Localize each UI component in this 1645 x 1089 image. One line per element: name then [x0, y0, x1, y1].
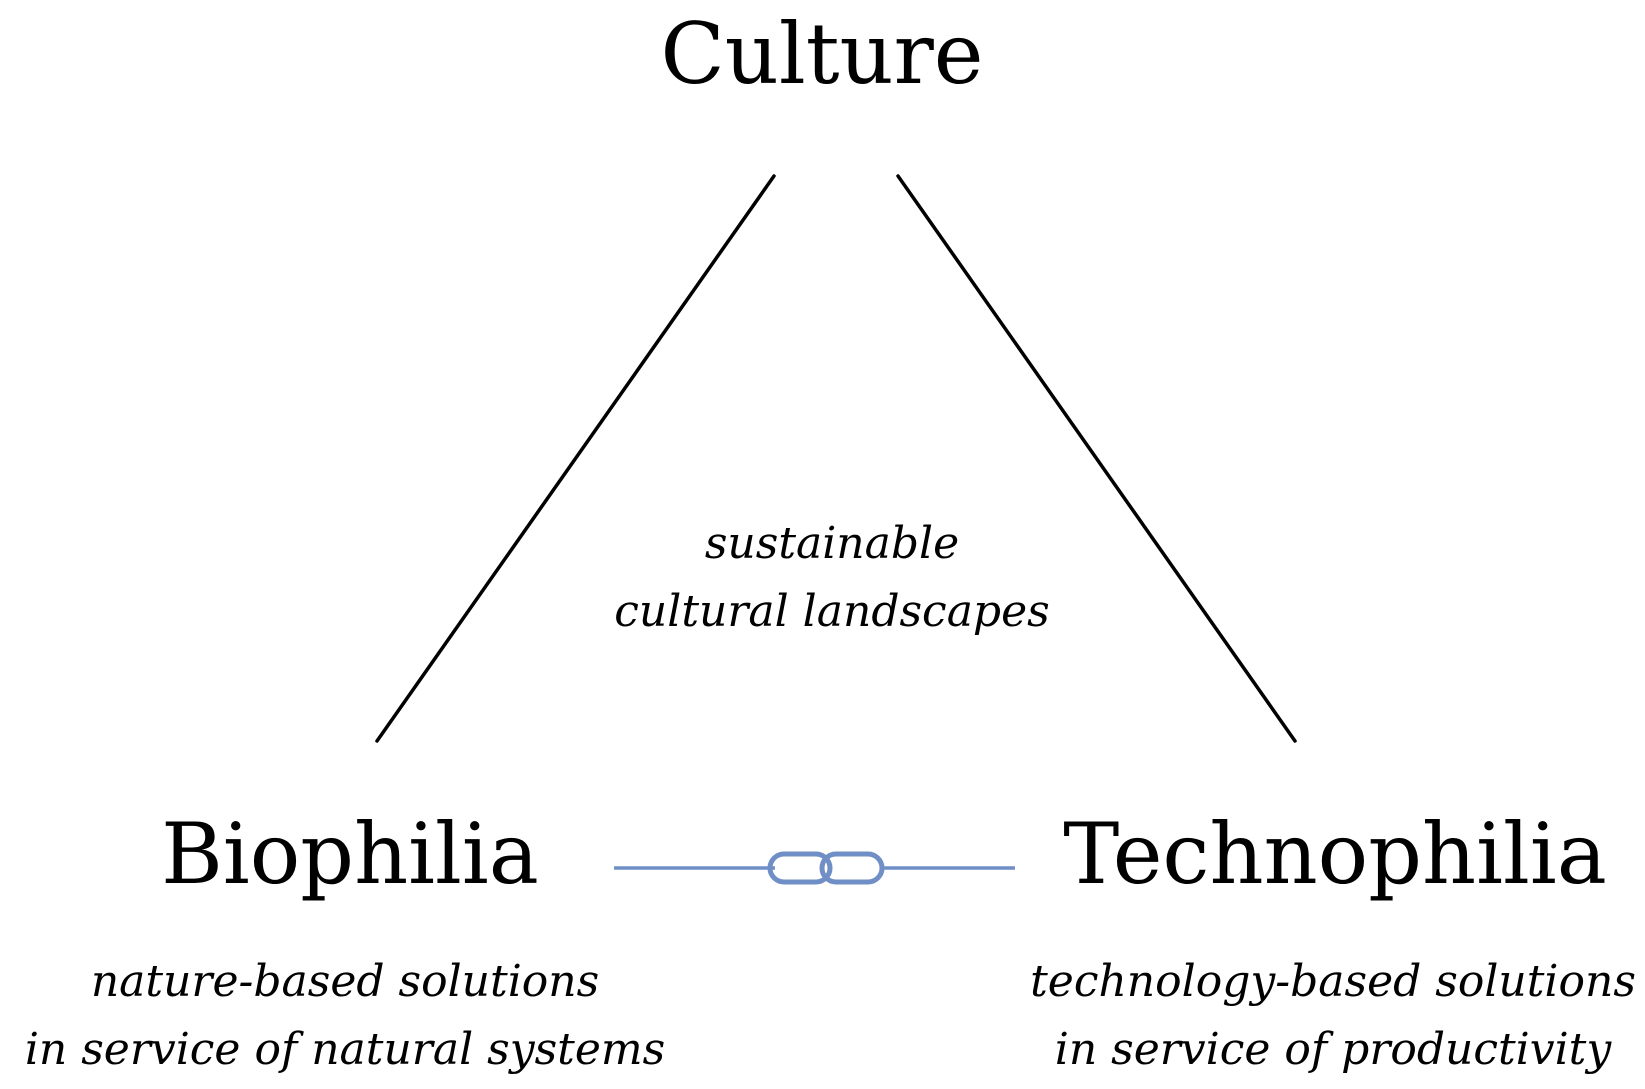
- technophilia-title: Technophilia: [1063, 805, 1607, 903]
- culture-title: Culture: [660, 5, 984, 103]
- biophilia-caption-line-2: in service of natural systems: [24, 1024, 666, 1075]
- technophilia-caption-line-2: in service of productivity: [1054, 1024, 1612, 1075]
- center-caption-line-1: sustainable: [704, 518, 960, 569]
- center-caption-line-2: cultural landscapes: [614, 586, 1050, 637]
- biophilia-caption-line-1: nature-based solutions: [90, 956, 600, 1007]
- connector-biophilia-technophilia: [614, 851, 1015, 885]
- technophilia-caption: technology-based solutions in service of…: [1030, 948, 1636, 1084]
- technophilia-caption-line-1: technology-based solutions: [1030, 956, 1636, 1007]
- edge-culture-technophilia: [896, 174, 1297, 743]
- edge-culture-biophilia: [375, 174, 776, 743]
- chain-link-icon: [767, 851, 885, 885]
- biophilia-caption: nature-based solutions in service of nat…: [25, 948, 665, 1084]
- center-caption: sustainable cultural landscapes: [614, 510, 1049, 646]
- biophilia-title: Biophilia: [161, 805, 539, 903]
